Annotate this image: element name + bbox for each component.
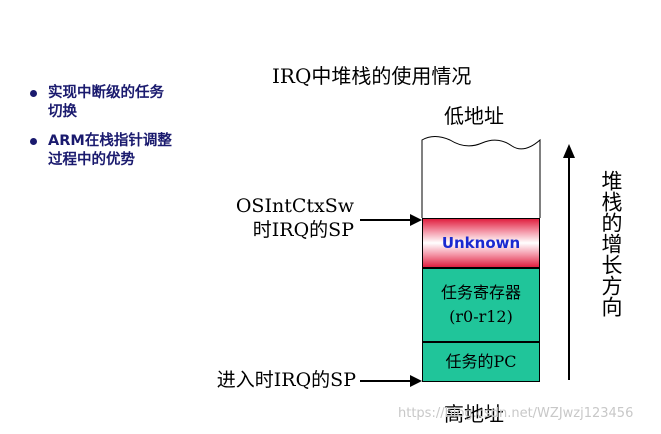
bullet-list: 实现中断级的任务切换 ARM在栈指针调整过程中的优势 xyxy=(28,84,178,180)
low-address-label: 低地址 xyxy=(444,104,504,128)
stack-open-top xyxy=(421,136,541,218)
bullet-text: ARM在栈指针调整过程中的优势 xyxy=(48,133,172,168)
sp-enter-label: 进入时IRQ的SP xyxy=(216,369,356,391)
bullet-item: ARM在栈指针调整过程中的优势 xyxy=(28,132,178,170)
growth-arrow-icon xyxy=(563,144,575,158)
bullet-item: 实现中断级的任务切换 xyxy=(28,84,178,122)
bullet-dot-icon xyxy=(30,138,37,145)
watermark: https://blog.csdn.net/WZJwzj123456 xyxy=(398,406,634,421)
sp-switch-arrow-icon xyxy=(410,214,422,226)
task-registers-range: (r0-r12) xyxy=(449,307,513,326)
growth-direction-label: 堆栈的增长方向 xyxy=(599,170,623,317)
task-registers-label: 任务寄存器 xyxy=(440,283,521,302)
bullet-dot-icon xyxy=(30,90,37,97)
high-address-label: 高地址 xyxy=(444,402,504,426)
diagram-title: IRQ中堆栈的使用情况 xyxy=(272,64,472,88)
sp-switch-label: OSIntCtxSw 时IRQ的SP xyxy=(216,194,354,242)
sp-switch-label-text: OSIntCtxSw 时IRQ的SP xyxy=(235,195,354,241)
sp-enter-arrow-icon xyxy=(410,375,422,387)
stack-cell-task-pc: 任务的PC xyxy=(422,342,540,382)
stack-cell-unknown: Unknown xyxy=(422,218,540,268)
stack-cell-task-registers: 任务寄存器 (r0-r12) xyxy=(422,268,540,342)
bullet-text: 实现中断级的任务切换 xyxy=(48,85,164,120)
